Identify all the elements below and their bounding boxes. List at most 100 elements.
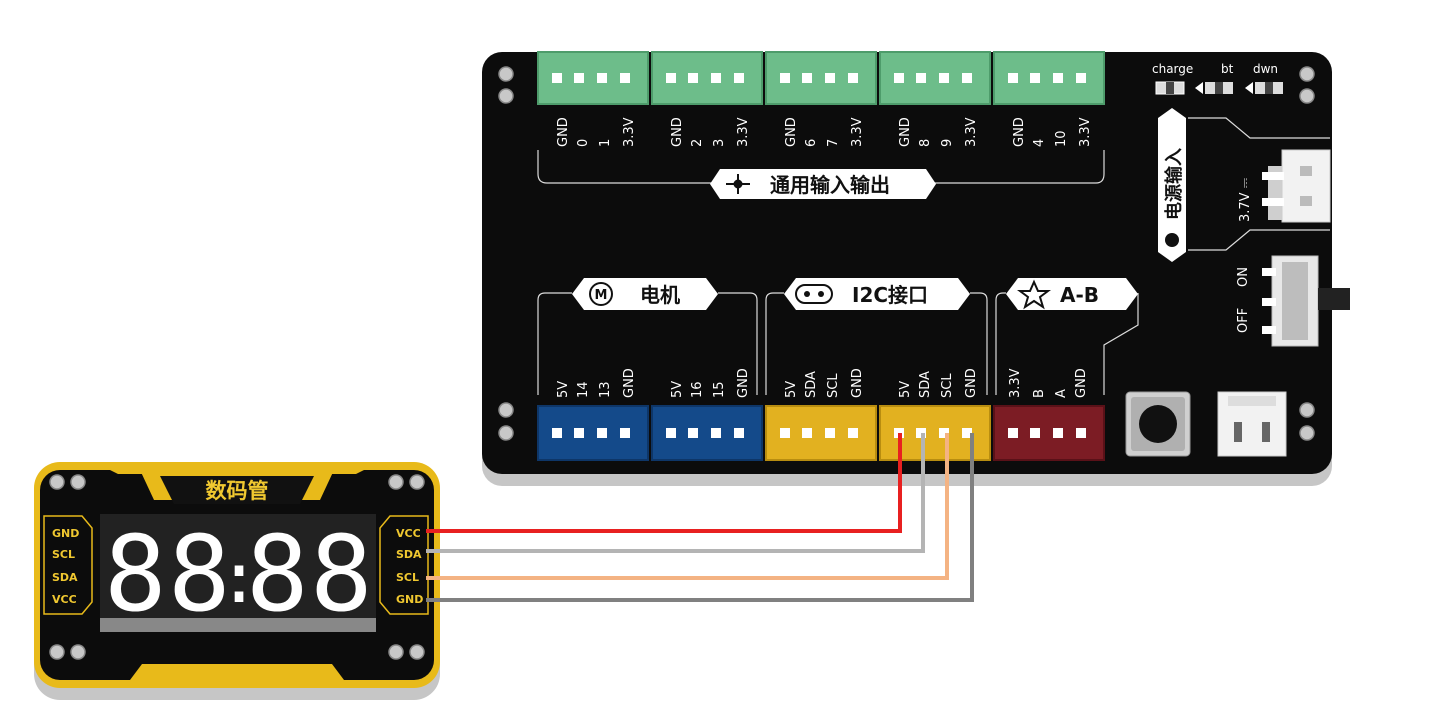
pin-label: GND	[622, 368, 637, 398]
motor-bracket-left	[537, 292, 572, 395]
pin-label: 13	[598, 381, 613, 398]
right-pin-label: SCL	[396, 571, 419, 584]
gpio-section-title: 通用输入输出	[770, 173, 890, 197]
module-mounting-holes	[49, 474, 425, 660]
left-pin-label: SCL	[52, 548, 75, 561]
motor-icon	[589, 282, 613, 306]
pin-label: 0	[576, 139, 591, 147]
pin-label: 9	[940, 139, 955, 147]
pin-label: SCL	[940, 373, 955, 398]
ab-bracket-right	[1103, 293, 1139, 395]
power-switch[interactable]	[1262, 255, 1350, 347]
switch-off-label: OFF	[1236, 308, 1251, 333]
i2c-label-tag	[784, 278, 970, 310]
switch-on-label: ON	[1236, 267, 1251, 287]
pin-label: GND	[784, 117, 799, 147]
pin-label: GND	[736, 368, 751, 398]
pin-label: 3.3V	[736, 117, 751, 147]
battery-connector	[1262, 149, 1331, 223]
pin-label: GND	[670, 117, 685, 147]
wires	[426, 433, 974, 602]
display-bezel	[100, 618, 376, 632]
gpio-bracket-right	[934, 150, 1105, 184]
seven-segment-module: 数码管 GND SCL SDA VCC VCC SDA SCL GND 8 8 …	[34, 462, 440, 700]
i2c-bracket-left	[765, 292, 784, 395]
pin-label: 3.3V	[1008, 368, 1023, 398]
i2c-section-title: I2C接口	[852, 283, 928, 307]
pin-label: 3	[712, 139, 727, 147]
status-label-charge: charge	[1152, 62, 1193, 76]
status-label-dwn: dwn	[1253, 62, 1278, 76]
power-voltage-label: 3.7V ⎓	[1238, 178, 1253, 222]
left-pin-label: GND	[52, 527, 79, 540]
display-digit: 8	[104, 513, 167, 635]
right-pin-label: VCC	[396, 527, 421, 540]
power-bracket-lower	[1188, 229, 1330, 251]
main-board: GND 0 1 3.3V GND 2 3 3.3V GND 6 7 3.3V G…	[482, 51, 1350, 486]
display-digit: 8	[310, 513, 373, 635]
pin-label: 7	[826, 139, 841, 147]
status-led-row: charge bt dwn	[1152, 62, 1283, 95]
pin-label: 5V	[784, 381, 799, 398]
display-colon: :	[218, 537, 260, 619]
pin-label: 3.3V	[622, 117, 637, 147]
pin-label: SCL	[826, 373, 841, 398]
pin-label: 15	[712, 381, 727, 398]
pin-label: 3.3V	[850, 117, 865, 147]
left-pin-label: SDA	[52, 571, 78, 584]
wire-sda	[426, 433, 925, 553]
gpio-label-tag	[710, 169, 936, 199]
gpio-terminal-row	[537, 51, 1105, 105]
wire-vcc	[426, 433, 902, 533]
pin-label: 6	[804, 139, 819, 147]
pin-label: 5V	[556, 381, 571, 398]
board-mounting-holes	[498, 66, 1315, 441]
pin-label: A	[1054, 389, 1069, 398]
pin-label: SDA	[918, 371, 933, 398]
pin-label: GND	[1074, 368, 1089, 398]
bottom-pin-labels: 5V 14 13 GND 5V 16 15 GND 5V SDA SCL GND…	[556, 368, 1089, 398]
module-title-tag	[160, 476, 314, 504]
pin-label: B	[1032, 389, 1047, 398]
pin-label: 14	[576, 381, 591, 398]
module-title: 数码管	[206, 479, 269, 503]
display-digit: 8	[168, 513, 231, 635]
motor-section-title: 电机	[640, 283, 680, 307]
pin-label: 10	[1054, 130, 1069, 147]
status-label-bt: bt	[1221, 62, 1234, 76]
pin-label: GND	[898, 117, 913, 147]
left-pin-label: VCC	[52, 593, 77, 606]
module-bottom-band	[130, 664, 344, 680]
reset-button[interactable]	[1125, 391, 1191, 457]
i2c-bracket-right	[970, 292, 988, 395]
pin-label: SDA	[804, 371, 819, 398]
power-label-tag	[1158, 108, 1186, 262]
pin-label: 2	[690, 139, 705, 147]
right-pin-label: GND	[396, 593, 423, 606]
left-pin-tag	[43, 515, 93, 615]
i2c-icon	[795, 284, 833, 304]
pin-label: 5V	[898, 381, 913, 398]
pin-label: 4	[1032, 139, 1047, 147]
power-bracket	[1188, 117, 1330, 139]
pin-label: GND	[964, 368, 979, 398]
motor-bracket-right	[718, 292, 758, 395]
right-pin-tag	[379, 515, 429, 615]
board-body	[482, 52, 1332, 474]
wire-scl	[426, 433, 949, 580]
bottom-terminal-row	[537, 405, 1105, 461]
gpio-bracket-left	[537, 150, 712, 184]
pin-label: 8	[918, 139, 933, 147]
pin-label: 3.3V	[1078, 117, 1093, 147]
display-window	[100, 514, 376, 626]
pin-label: GND	[850, 368, 865, 398]
ab-label-tag	[1006, 278, 1138, 310]
pin-label: GND	[556, 117, 571, 147]
pin-label: 1	[598, 139, 613, 147]
plug-icon	[1165, 233, 1179, 247]
gpio-icon	[726, 174, 750, 194]
display-digit: 8	[246, 513, 309, 635]
pin-label: 3.3V	[964, 117, 979, 147]
pin-label: GND	[1012, 117, 1027, 147]
